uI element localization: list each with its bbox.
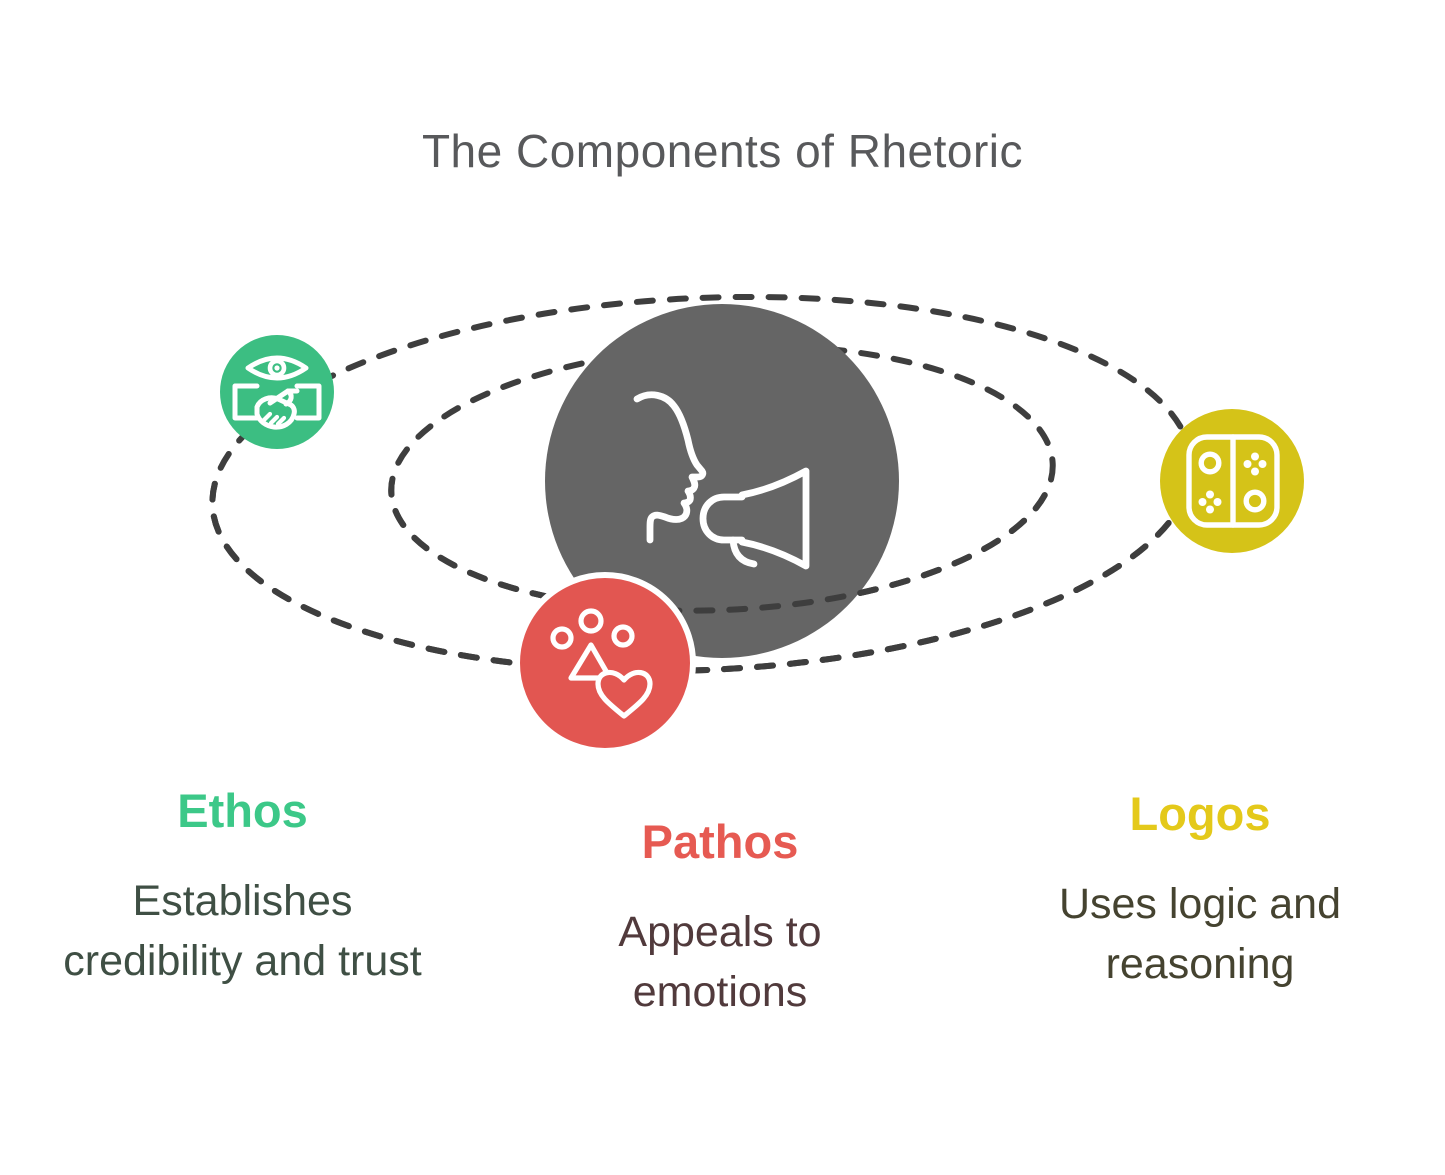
center-circle-shape bbox=[545, 304, 899, 658]
inner-orbit-front bbox=[388, 481, 1056, 614]
logic-controller-icon bbox=[1186, 434, 1280, 528]
pathos-description: Appeals to emotions bbox=[618, 908, 822, 1016]
pathos-circle bbox=[514, 572, 696, 754]
logos-circle bbox=[1160, 409, 1304, 553]
logos-section: Logos Uses logic and reasoning bbox=[1005, 786, 1395, 994]
paw-heart-icon bbox=[550, 608, 653, 719]
face-megaphone-icon bbox=[633, 391, 810, 570]
pathos-label: Pathos bbox=[641, 815, 799, 868]
ethos-description: Establishes credibility and trust bbox=[63, 877, 422, 985]
logos-label: Logos bbox=[1129, 787, 1271, 840]
center-circle bbox=[545, 304, 899, 658]
pathos-section: Pathos Appeals to emotions bbox=[535, 814, 905, 1022]
ethos-label: Ethos bbox=[177, 784, 308, 837]
ethos-section: Ethos Establishes credibility and trust bbox=[55, 783, 430, 991]
outer-orbit-front bbox=[209, 481, 1195, 675]
pathos-circle-shape bbox=[514, 572, 696, 754]
page-title: The Components of Rhetoric bbox=[421, 125, 1024, 177]
orbit-rings-front bbox=[209, 481, 1195, 675]
ethos-circle bbox=[220, 335, 334, 449]
logos-description: Uses logic and reasoning bbox=[1058, 880, 1342, 988]
eye-handshake-icon bbox=[232, 355, 322, 430]
